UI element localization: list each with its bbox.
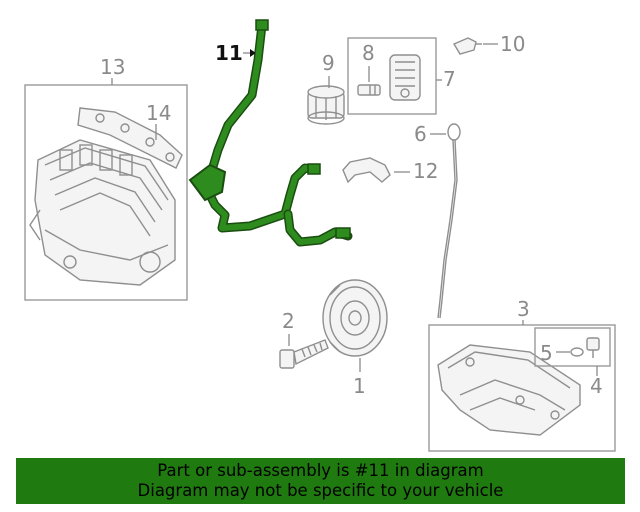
sensor-10-illustration — [452, 37, 482, 55]
dipstick-illustration — [437, 123, 461, 319]
callout-5[interactable]: 5 — [540, 341, 553, 365]
callout-4[interactable]: 4 — [590, 374, 603, 398]
callout-9[interactable]: 9 — [322, 51, 335, 75]
oil-pan-group: 3 5 4 — [428, 297, 616, 452]
hose-assembly-11[interactable] — [188, 19, 353, 247]
callout-2[interactable]: 2 — [282, 309, 295, 333]
callout-12[interactable]: 12 — [413, 159, 438, 183]
hose-12-illustration — [342, 157, 391, 184]
leader-11-arrow — [250, 49, 256, 57]
callout-3[interactable]: 3 — [517, 297, 530, 321]
callout-8[interactable]: 8 — [362, 41, 375, 65]
callout-14[interactable]: 14 — [146, 101, 171, 125]
banner-line-1: Part or sub-assembly is #11 in diagram — [157, 461, 484, 480]
parts-diagram: 13 14 — [24, 19, 616, 452]
engine-block-illustration — [29, 139, 176, 286]
oil-cooler-group: 8 — [347, 37, 437, 115]
engine-assembly-box — [24, 84, 188, 301]
oil-pan-illustration — [437, 344, 581, 436]
oil-filter-illustration — [307, 85, 345, 125]
callout-11[interactable]: 11 — [215, 41, 243, 65]
fitting-8-illustration — [357, 84, 381, 96]
oil-cooler-box — [347, 37, 437, 115]
callout-6[interactable]: 6 — [414, 122, 427, 146]
callout-13[interactable]: 13 — [100, 55, 125, 79]
banner-line-2: Diagram may not be specific to your vehi… — [137, 481, 504, 500]
drain-plug-illustration — [570, 337, 600, 358]
info-banner: Part or sub-assembly is #11 in diagram D… — [16, 458, 625, 504]
callout-7[interactable]: 7 — [443, 67, 456, 91]
oil-pan-box — [428, 324, 616, 452]
callout-10[interactable]: 10 — [500, 32, 525, 56]
drain-plug-box — [534, 327, 611, 367]
gasket-illustration — [77, 107, 183, 169]
bolt-2-illustration — [279, 339, 329, 369]
callout-1[interactable]: 1 — [353, 374, 366, 398]
crank-pulley-illustration — [322, 279, 388, 357]
engine-assembly-group: 13 14 — [24, 55, 188, 301]
oil-cooler-illustration — [389, 54, 421, 101]
